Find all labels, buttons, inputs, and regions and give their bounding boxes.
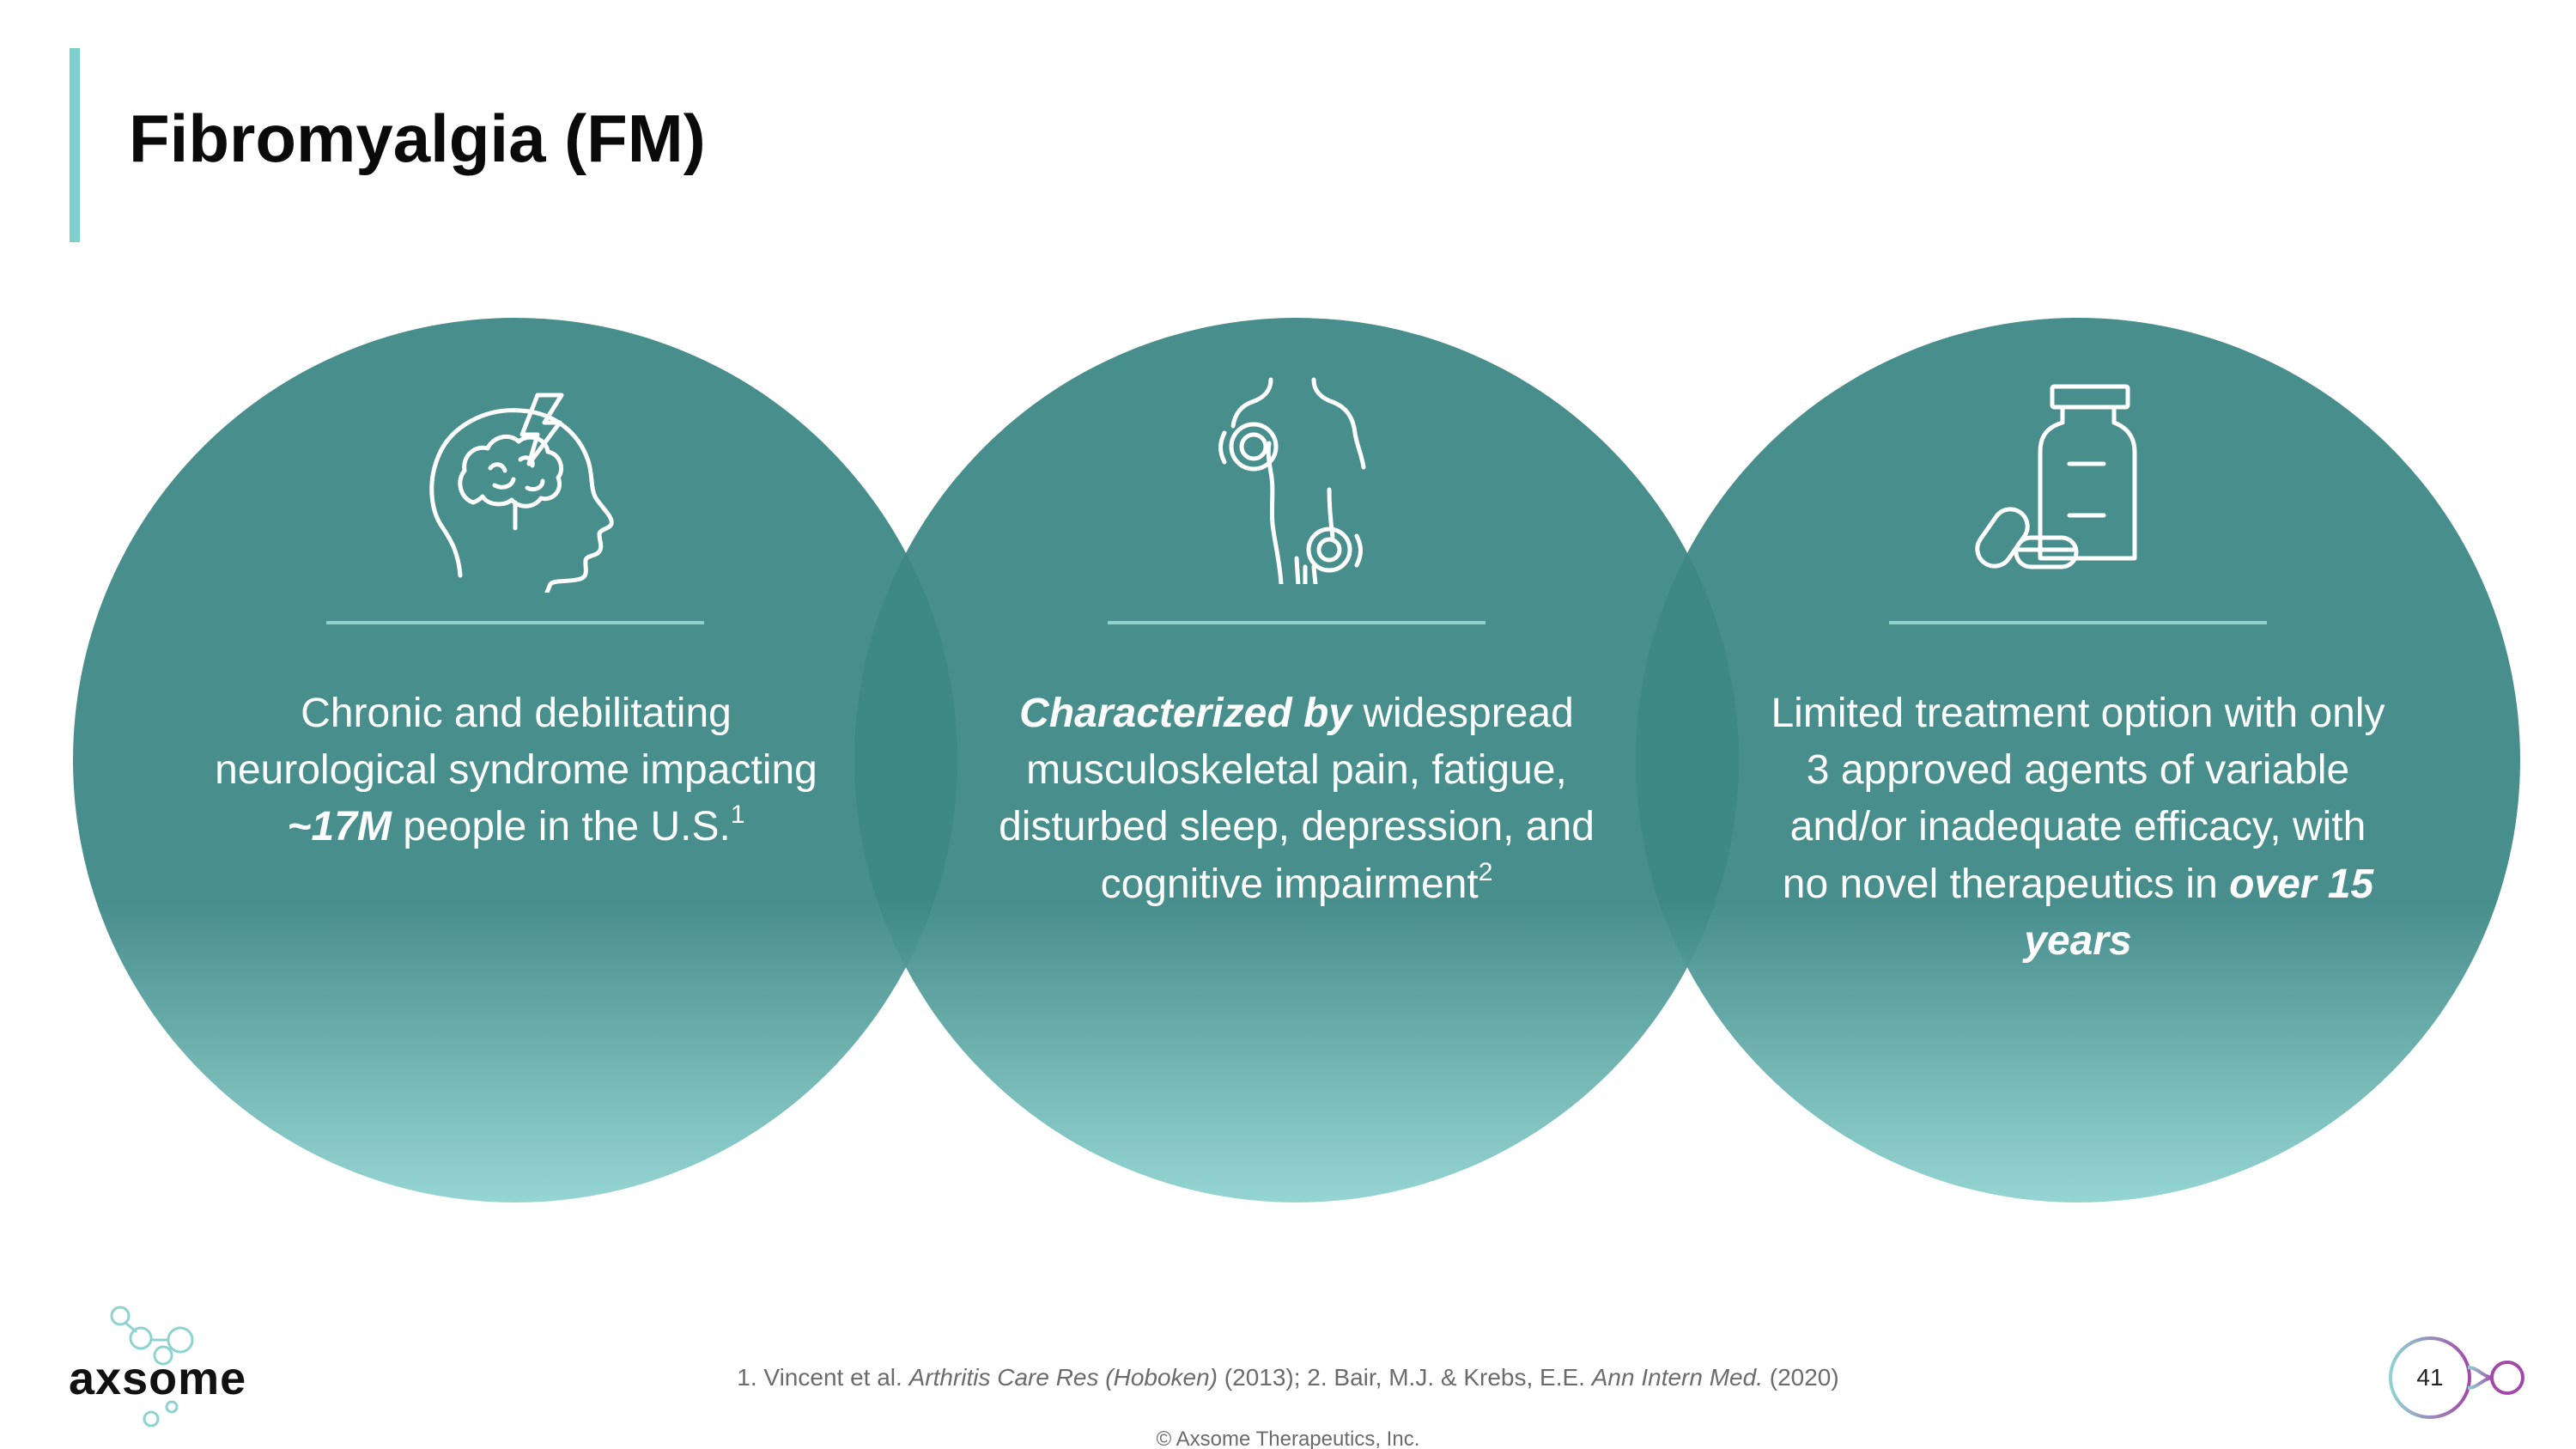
- circle-2: [854, 318, 1739, 1202]
- axsome-logo: axsome: [69, 1306, 292, 1434]
- title-accent-bar: [70, 48, 80, 242]
- page-number: 41: [2416, 1364, 2444, 1391]
- page-number-badge: [2389, 1336, 2524, 1419]
- footnote-part-0: 1. Vincent et al.: [737, 1364, 909, 1391]
- circle-3-text-part-0: Limited treatment option with only 3 app…: [1771, 691, 2385, 907]
- references-footnote: 1. Vincent et al. Arthritis Care Res (Ho…: [0, 1364, 2576, 1391]
- circle-1-text-part-2: people in the U.S.: [391, 804, 731, 850]
- circle-3: [1636, 318, 2520, 1202]
- footnote-part-3: Ann Intern Med.: [1591, 1364, 1763, 1391]
- footnote-part-2: (2013); 2. Bair, M.J. & Krebs, E.E.: [1218, 1364, 1592, 1391]
- circle-3-text: Limited treatment option with only 3 app…: [1769, 685, 2387, 970]
- circle-3-text-part-1: over 15 years: [2024, 861, 2374, 964]
- circle-1-text-part-3: 1: [730, 801, 745, 830]
- footnote-part-1: Arthritis Care Res (Hoboken): [908, 1364, 1218, 1391]
- circle-1-text-part-1: ~17M: [287, 804, 392, 850]
- circle-1-text-part-0: Chronic and debilitating neurological sy…: [215, 691, 817, 794]
- footnote-part-4: (2020): [1762, 1364, 1839, 1391]
- medicine-bottle-pills-icon: [1966, 378, 2190, 601]
- circle-1-text: Chronic and debilitating neurological sy…: [207, 685, 825, 856]
- circle-2-text-part-0: Characterized by: [1019, 691, 1352, 736]
- circle-1: [73, 318, 957, 1202]
- page-title: Fibromyalgia (FM): [129, 100, 706, 176]
- logo-wordmark: axsome: [69, 1353, 247, 1404]
- brain-lightning-icon: [409, 369, 632, 597]
- circle-2-text: Characterized by widespread musculoskele…: [987, 685, 1606, 913]
- copyright-text: © Axsome Therapeutics, Inc.: [1156, 1428, 1420, 1449]
- body-pain-points-icon: [1185, 361, 1408, 588]
- circle-2-text-part-1: widespread musculoskeletal pain, fatigue…: [999, 691, 1595, 907]
- circle-2-text-part-2: 2: [1478, 857, 1493, 886]
